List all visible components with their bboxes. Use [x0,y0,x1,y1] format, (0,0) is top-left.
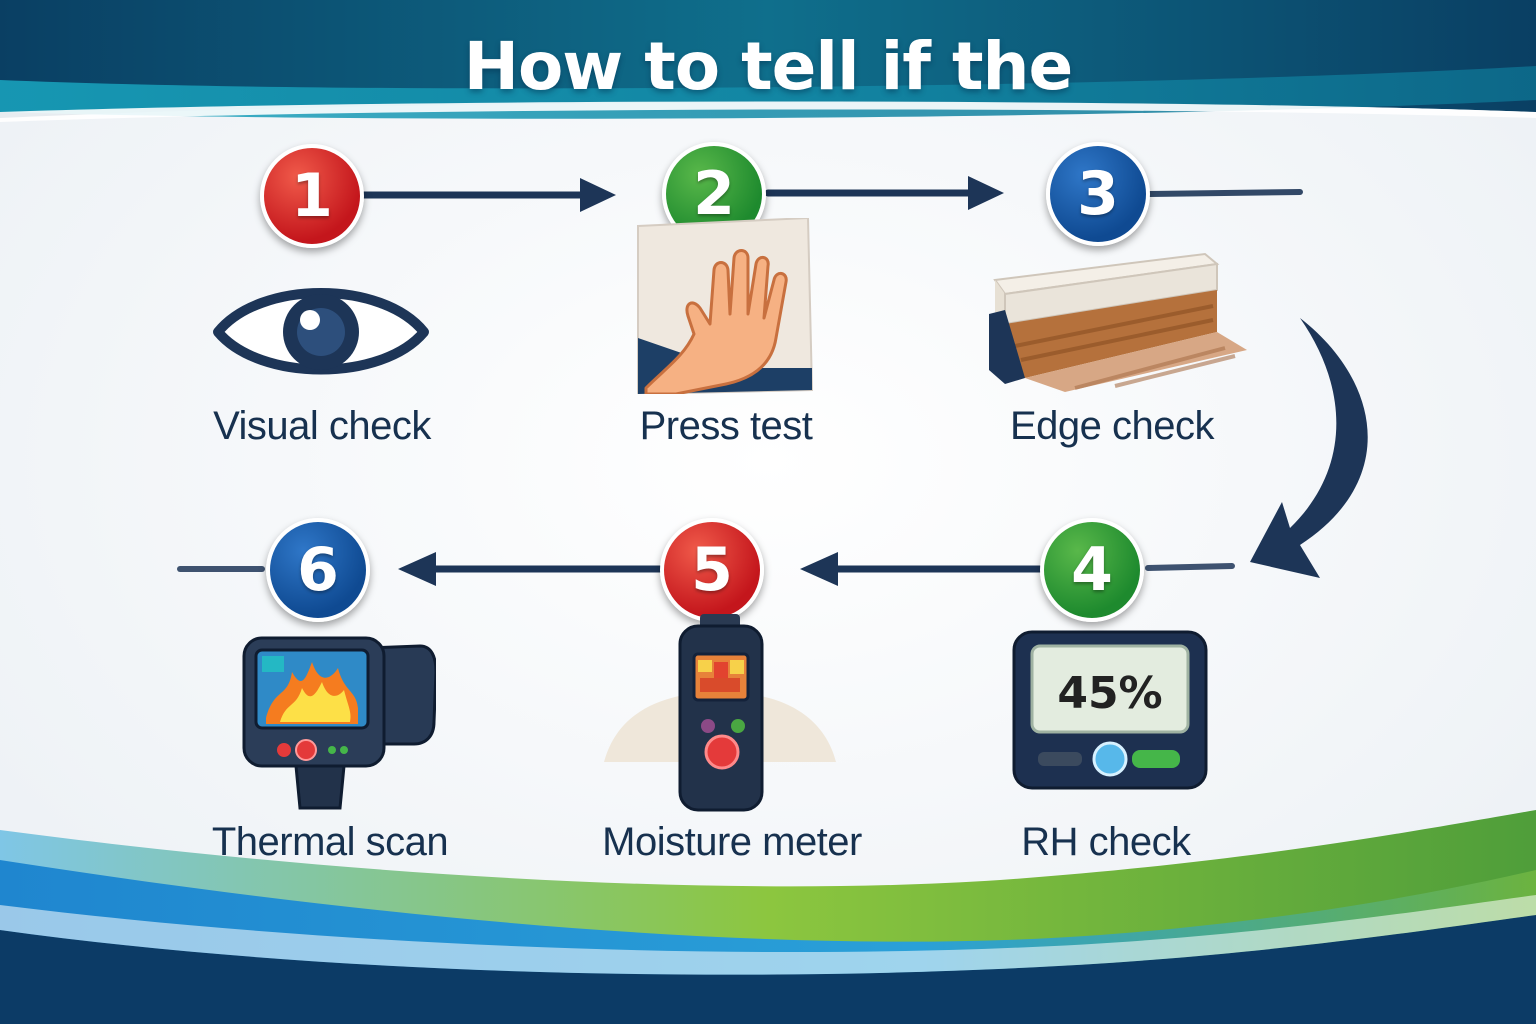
step-5-badge: 5 [660,518,764,622]
step-4-label: RH check [1021,820,1191,864]
step-2-label: Press test [639,404,813,448]
thermal-camera-icon [242,636,436,810]
step-5-label: Moisture meter [602,820,862,864]
step-3-label: Edge check [1009,404,1215,448]
hand-press-icon [637,218,814,394]
floor-edge-icon [989,252,1247,392]
moisture-meter-icon [604,614,836,812]
eye-icon [213,288,429,375]
rh-reading: 45% [1057,668,1162,719]
step-1-badge: 1 [260,144,364,248]
step-6-label: Thermal scan [211,820,449,864]
step-3-badge: 3 [1046,142,1150,246]
step-1-label: Visual check [213,404,431,448]
step-6-badge: 6 [266,518,370,622]
page-title: How to tell if the [463,28,1074,105]
hygrometer-icon: 45% [1012,630,1208,790]
step-4-badge: 4 [1040,518,1144,622]
